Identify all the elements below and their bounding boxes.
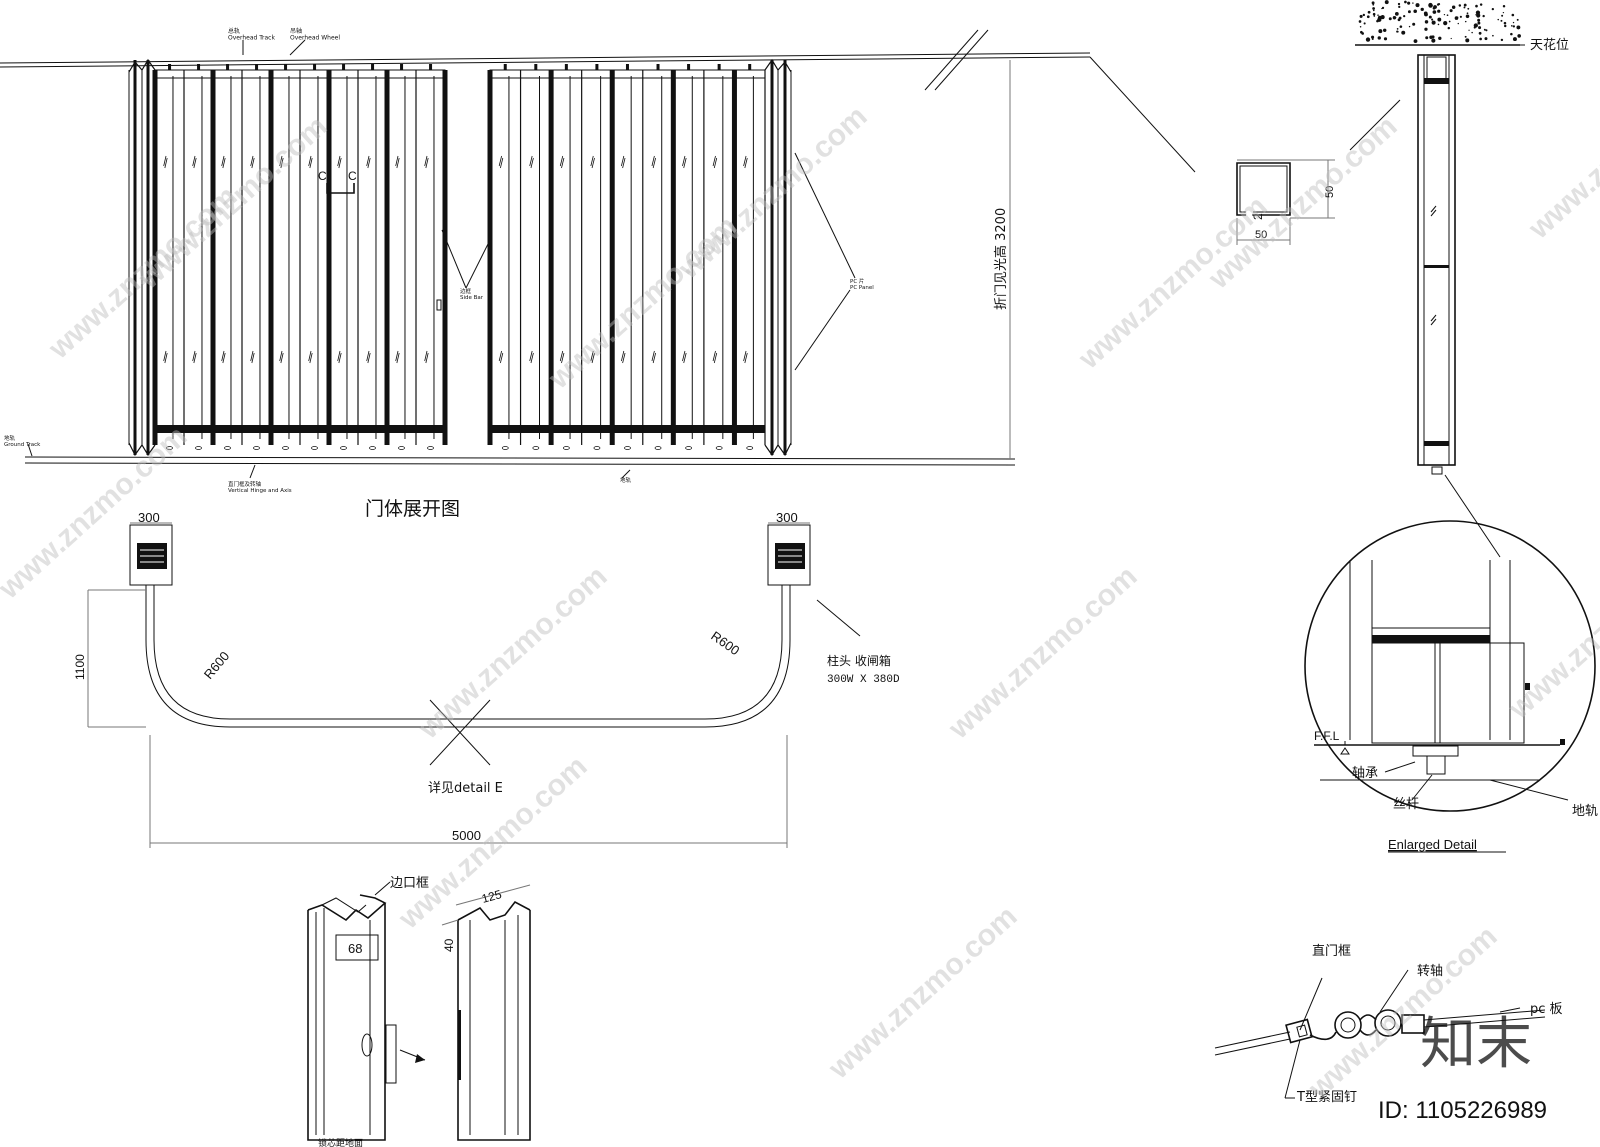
floor-label: 地轨 bbox=[620, 476, 632, 484]
height-dimension: 折门见光高 3200 bbox=[993, 208, 1009, 310]
hinge-detail: 直门框 转轴 pc 板 T型紧固钉 bbox=[1214, 944, 1563, 1105]
enlarged-detail: F.F.L 轴承 丝杆 地轨 Enlarged Detail bbox=[1304, 520, 1598, 853]
frame-profile: 68 边口框 锁芯距地面 125 40 bbox=[307, 876, 531, 1147]
right-radius: R600 bbox=[708, 628, 742, 658]
svg-text:www.znzmo.com: www.znzmo.com bbox=[1072, 190, 1274, 376]
box-note-line1: 柱头 收闸箱 bbox=[827, 653, 891, 668]
left-post-box bbox=[129, 524, 173, 586]
svg-text:www.znzmo.com: www.znzmo.com bbox=[412, 560, 614, 746]
tube-height: 50 bbox=[1324, 186, 1336, 198]
frame-label: 边口框 bbox=[390, 876, 429, 891]
hinge-frame-label: 直门框 bbox=[1312, 944, 1351, 959]
svg-text:www.znzmo.com: www.znzmo.com bbox=[822, 900, 1024, 1086]
t-nail-label: T型紧固钉 bbox=[1296, 1090, 1357, 1105]
side-section: 天花位 bbox=[1355, 0, 1569, 558]
elevation-title: 门体展开图 bbox=[365, 498, 460, 520]
hinge-axis-label: 转轴 bbox=[1417, 964, 1443, 979]
left-door-leaf bbox=[128, 58, 448, 457]
dim-125: 125 bbox=[480, 887, 503, 906]
lock-height-label: 锁芯距地面 bbox=[318, 1137, 363, 1147]
total-width-dimension: 5000 bbox=[452, 828, 481, 843]
ground-track-detail-label: 地轨 bbox=[1572, 804, 1598, 819]
ffl-label: F.F.L bbox=[1314, 729, 1340, 743]
tube-section: 50 50 2 bbox=[1236, 99, 1401, 245]
enlarged-detail-title: Enlarged Detail bbox=[1388, 837, 1477, 852]
brand-watermark: 知末 bbox=[1420, 1012, 1532, 1077]
left-box-width: 300 bbox=[138, 510, 160, 525]
section-marker-right: C bbox=[348, 169, 357, 183]
box-note-line2: 300W X 380D bbox=[827, 674, 900, 686]
svg-text:www.znzmo.com: www.znzmo.com bbox=[1202, 110, 1404, 296]
screw-label: 丝杆 bbox=[1393, 797, 1419, 812]
detail-reference: 详见detail E bbox=[428, 781, 503, 796]
door-handle bbox=[436, 299, 442, 311]
ceiling-label: 天花位 bbox=[1530, 37, 1569, 53]
dim-40: 40 bbox=[442, 938, 456, 952]
hinge-pc-label: pc 板 bbox=[1530, 1002, 1563, 1017]
svg-text:www.znzmo.com: www.znzmo.com bbox=[942, 560, 1144, 746]
section-marker: C C bbox=[318, 169, 357, 194]
bearing-label: 轴承 bbox=[1352, 766, 1378, 781]
svg-text:www.znzmo.com: www.znzmo.com bbox=[132, 110, 334, 296]
depth-dimension: 1100 bbox=[73, 654, 87, 680]
tube-width: 50 bbox=[1255, 229, 1267, 241]
svg-text:www.znzmo.com: www.znzmo.com bbox=[1522, 60, 1600, 246]
right-post-box bbox=[767, 524, 811, 586]
dim-68: 68 bbox=[348, 941, 362, 956]
left-radius: R600 bbox=[201, 648, 232, 681]
section-marker-left: C bbox=[318, 169, 327, 183]
right-door-leaf bbox=[487, 58, 792, 457]
svg-text:www.znzmo.com: www.znzmo.com bbox=[1502, 540, 1600, 726]
ceiling-concrete bbox=[1358, 0, 1521, 43]
right-box-width: 300 bbox=[776, 510, 798, 525]
id-watermark: ID: 1105226989 bbox=[1378, 1097, 1547, 1124]
tube-wall: 2 bbox=[1251, 213, 1265, 220]
